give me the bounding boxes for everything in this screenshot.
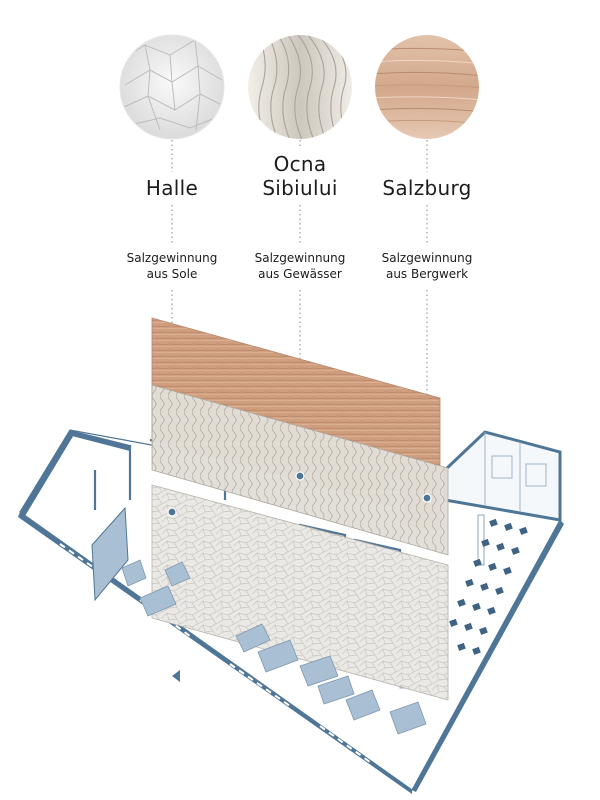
ocna-method-line-2: aus Gewässer — [258, 267, 342, 281]
entrance-arrow-icon — [172, 670, 180, 682]
halle-texture-icon — [119, 34, 225, 140]
wave-salt-panel — [151, 384, 449, 556]
halle-name: Halle — [112, 176, 232, 200]
ocna-marker-dot — [295, 471, 305, 481]
facade-windows — [59, 543, 371, 763]
exterior-wall-right — [412, 520, 564, 792]
salzburg-method-line-2: aus Bergwerk — [385, 267, 469, 281]
lounge-furniture — [121, 559, 427, 735]
ocna-method-line-1: Salzgewinnung — [254, 251, 346, 265]
salzburg-method: Salzgewinnung aus Bergwerk — [362, 250, 492, 282]
exterior-wall-top-left — [70, 430, 130, 451]
salzburg-name: Salzburg — [367, 176, 487, 200]
halle-method-line-2: aus Sole — [146, 267, 198, 281]
exterior-wall-left — [20, 430, 75, 516]
ocna-method: Salzgewinnung aus Gewässer — [235, 250, 365, 282]
building-plan — [18, 317, 564, 794]
auditorium-seats — [449, 518, 528, 655]
halle-method: Salzgewinnung aus Sole — [107, 250, 237, 282]
halle-name-line: Halle — [145, 176, 199, 200]
ocna-name: Ocna Sibiului — [240, 152, 360, 200]
salzburg-method-line-1: Salzgewinnung — [381, 251, 473, 265]
crystal-salt-panel — [151, 484, 449, 701]
exterior-wall-bottom — [18, 512, 412, 794]
halle-marker-dot — [167, 507, 177, 517]
halle-method-line-1: Salzgewinnung — [126, 251, 218, 265]
ocna-name-line-2: Sibiului — [262, 176, 338, 200]
ocna-name-line-1: Ocna — [273, 152, 327, 176]
panel-markers — [167, 471, 432, 517]
salzburg-texture-icon — [375, 35, 479, 139]
salzburg-marker-dot — [422, 493, 432, 503]
ocna-texture-icon — [248, 35, 352, 139]
salzburg-name-line: Salzburg — [382, 176, 472, 200]
left-partition — [91, 506, 129, 602]
